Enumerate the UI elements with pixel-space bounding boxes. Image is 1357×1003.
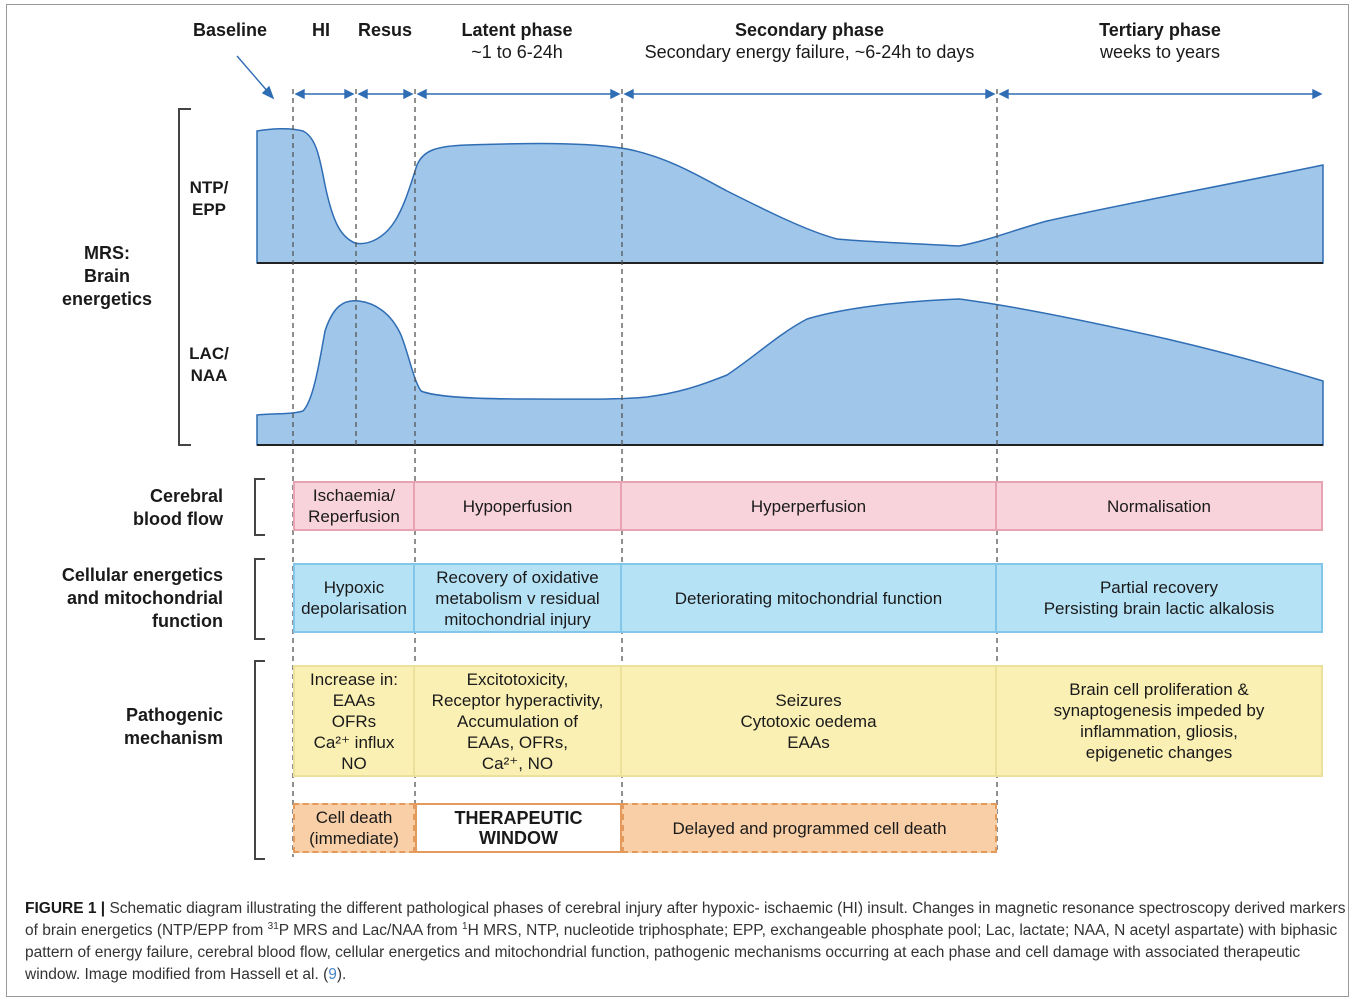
caption-text-3: H MRS, NTP, nucleotide triphosphate; EPP…	[25, 922, 1338, 983]
cellular-deteriorating-cell: Deteriorating mitochondrial function	[622, 563, 997, 633]
lac-naa-label: LAC/ NAA	[189, 344, 229, 385]
phase-tertiary: Tertiary phase weeks to years	[1057, 19, 1263, 63]
phase-secondary-sub: Secondary energy failure, ~6-24h to days	[644, 42, 975, 62]
caption-reference-link[interactable]: 9	[328, 966, 337, 983]
cellular-row-label: Cellular energetics and mitochondrial fu…	[61, 565, 223, 631]
phase-latent: Latent phase ~1 to 6-24h	[427, 19, 607, 63]
therapeutic-window-cell: THERAPEUTIC WINDOW	[415, 803, 622, 853]
caption-sup-1: 31	[267, 920, 279, 932]
phase-tertiary-sub: weeks to years	[1099, 42, 1221, 62]
phase-hi: HI	[295, 19, 347, 41]
phase-resus: Resus	[349, 19, 421, 41]
phase-baseline-title: Baseline	[192, 20, 268, 40]
phase-hi-title: HI	[312, 20, 330, 40]
energetics-diagram	[178, 55, 1324, 860]
mrs-group-label: MRS: Brain energetics	[61, 243, 153, 309]
caption-sup-2: 1	[462, 920, 468, 932]
ntp-epp-curve	[256, 127, 1324, 264]
caption-text-1: Schematic diagram illustrating the diffe…	[25, 900, 1346, 939]
cbf-normalisation-cell: Normalisation	[997, 481, 1323, 531]
pathogenic-row-label: Pathogenic mechanism	[123, 705, 223, 748]
lac-naa-curve	[256, 298, 1324, 446]
figure-frame: Baseline HI Resus Latent phase ~1 to 6-2…	[6, 4, 1349, 997]
pathogenic-seizures-cell: Seizures Cytotoxic oedema EAAs	[622, 665, 997, 777]
cellular-recovery-cell: Recovery of oxidative metabolism v resid…	[415, 563, 622, 633]
phase-baseline: Baseline	[177, 19, 283, 41]
cell-death-immediate-cell: Cell death (immediate)	[293, 803, 415, 853]
phase-tertiary-title: Tertiary phase	[1099, 20, 1221, 40]
ntp-epp-label: NTP/ EPP	[189, 178, 229, 219]
pathogenic-proliferation-cell: Brain cell proliferation & synaptogenesi…	[997, 665, 1323, 777]
pathogenic-increase-cell: Increase in: EAAs OFRs Ca²⁺ influx NO	[293, 665, 415, 777]
caption-label: FIGURE 1 |	[25, 900, 106, 917]
phase-resus-title: Resus	[357, 20, 413, 40]
row-brackets	[178, 108, 265, 860]
cellular-partial-recovery-cell: Partial recovery Persisting brain lactic…	[997, 563, 1323, 633]
cbf-row-label: Cerebral blood flow	[133, 486, 223, 529]
baseline-pointer-arrow	[236, 55, 275, 100]
phase-arrows	[294, 88, 1323, 100]
phase-secondary: Secondary phase Secondary energy failure…	[617, 19, 1002, 63]
phase-latent-sub: ~1 to 6-24h	[471, 42, 563, 62]
delayed-cell-death-cell: Delayed and programmed cell death	[622, 803, 997, 853]
cbf-hypoperfusion-cell: Hypoperfusion	[415, 481, 622, 531]
phase-secondary-title: Secondary phase	[734, 20, 885, 40]
pathogenic-excitotoxicity-cell: Excitotoxicity, Receptor hyperactivity, …	[415, 665, 622, 777]
caption-text-4: ).	[336, 966, 347, 983]
cbf-ischaemia-cell: Ischaemia/ Reperfusion	[293, 481, 415, 531]
cbf-hyperperfusion-cell: Hyperperfusion	[622, 481, 997, 531]
phase-latent-title: Latent phase	[461, 20, 573, 40]
cellular-hypoxic-cell: Hypoxic depolarisation	[293, 563, 415, 633]
figure-caption: FIGURE 1 | Schematic diagram illustratin…	[25, 898, 1347, 986]
caption-text-2: P MRS and Lac/NAA from	[278, 922, 462, 939]
